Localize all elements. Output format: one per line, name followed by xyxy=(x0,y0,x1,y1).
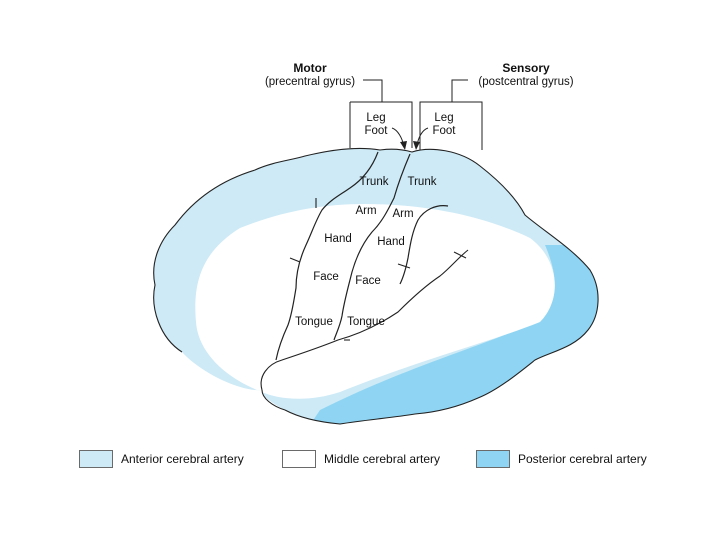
legend-swatch-posterior xyxy=(476,450,510,468)
motor-subtitle: (precentral gyrus) xyxy=(265,76,355,88)
sensory-bracket xyxy=(419,79,483,150)
motor-title: Motor xyxy=(293,61,327,75)
sensory-subtitle: (postcentral gyrus) xyxy=(478,76,573,88)
motor-arrowhead xyxy=(400,141,407,150)
legend-item-anterior: Anterior cerebral artery xyxy=(79,449,244,469)
legend-item-middle: Middle cerebral artery xyxy=(282,449,440,469)
motor-foot-label: Foot xyxy=(364,125,388,137)
motor-trunk-label: Trunk xyxy=(360,176,389,188)
brain-border xyxy=(153,147,599,425)
sensory-title: Sensory xyxy=(502,61,550,75)
precentral-sulcus xyxy=(275,151,379,361)
sensory-arm-label: Arm xyxy=(392,208,413,220)
motor-bracket xyxy=(349,79,413,148)
sensory-arrowhead xyxy=(413,141,420,150)
motor-hand-label: Hand xyxy=(324,233,352,245)
temporal-lobe-bottom xyxy=(261,389,286,411)
sulcus-tick-2 xyxy=(289,257,301,263)
motor-tongue-label: Tongue xyxy=(295,316,333,328)
sensory-face-label: Face xyxy=(355,275,381,287)
sulcus-tick-4 xyxy=(453,251,467,259)
sensory-leg-label: Leg xyxy=(434,112,453,124)
sensory-hand-label: Hand xyxy=(377,236,405,248)
postcentral-sulcus xyxy=(399,205,449,285)
legend-item-posterior: Posterior cerebral artery xyxy=(476,449,647,469)
legend-label-posterior: Posterior cerebral artery xyxy=(518,452,647,466)
central-sulcus xyxy=(333,153,411,341)
temporal-lobe-contour xyxy=(260,249,469,391)
sulcus-tick-3 xyxy=(397,263,411,269)
legend-label-middle: Middle cerebral artery xyxy=(324,452,441,466)
sensory-trunk-label: Trunk xyxy=(408,176,437,188)
motor-arm-label: Arm xyxy=(355,205,376,217)
legend-swatch-middle xyxy=(282,450,316,468)
legend-label-anterior: Anterior cerebral artery xyxy=(121,452,244,466)
sensory-tongue-label: Tongue xyxy=(347,316,385,328)
legend-swatch-anterior xyxy=(79,450,113,468)
motor-face-label: Face xyxy=(313,271,339,283)
motor-leg-label: Leg xyxy=(366,112,385,124)
sensory-foot-label: Foot xyxy=(432,125,456,137)
